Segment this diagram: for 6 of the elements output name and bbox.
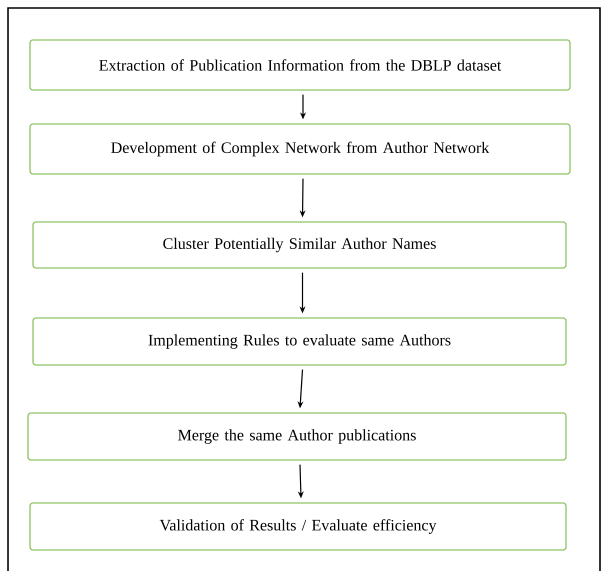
process-box: Merge the same Author publications — [27, 412, 567, 461]
process-box: Extraction of Publication Information from the DBLP dataset — [29, 39, 571, 91]
process-box: Implementing Rules to evaluate same Authors — [32, 317, 567, 366]
process-box: Cluster Potentially Similar Author Names — [32, 221, 567, 269]
process-box: Development of Complex Network from Author Network — [29, 123, 571, 175]
process-box: Validation of Results / Evaluate efficiency — [29, 502, 567, 551]
